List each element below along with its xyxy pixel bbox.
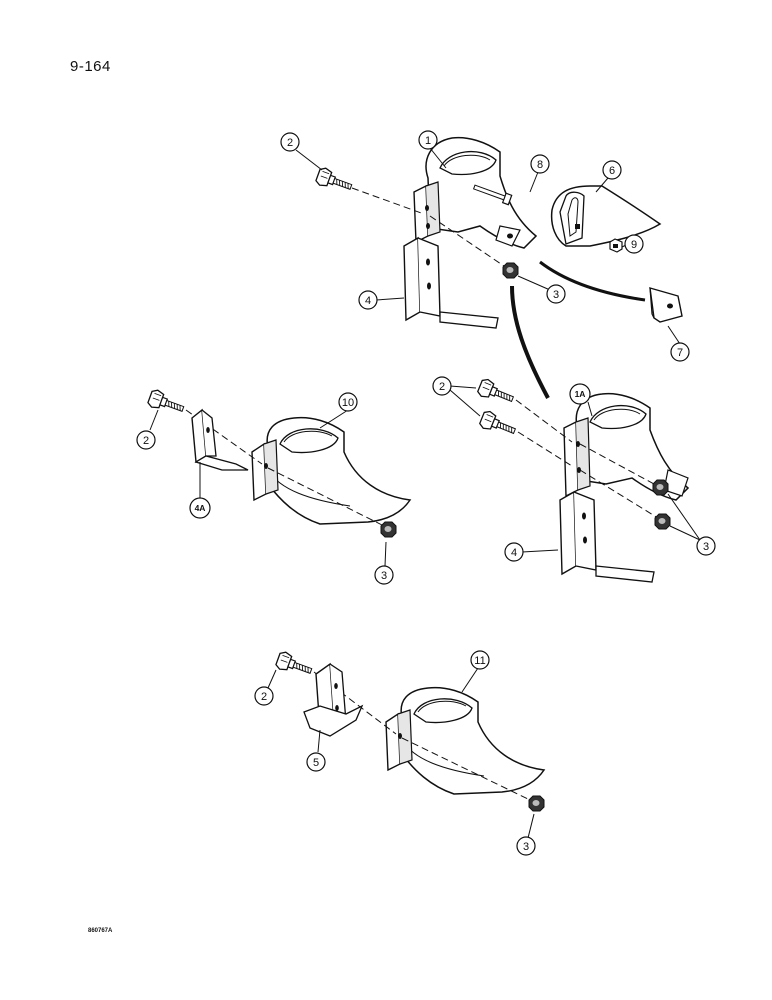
boot-assembly-1: [413, 136, 538, 249]
bolt-8: [472, 184, 513, 206]
knife-point-6: [550, 185, 662, 247]
bolt-2-bottom: [274, 649, 315, 681]
bolt-2-1a-upper: [475, 377, 517, 409]
strap-4a: [191, 408, 249, 471]
callout-1: 1: [425, 135, 431, 147]
callout-2-top: 2: [287, 137, 293, 149]
strap-4-top: [403, 236, 499, 329]
nut-3-1a-upper: [652, 479, 669, 496]
callout-4-top: 4: [365, 295, 371, 307]
nut-3-bottom: [528, 795, 545, 812]
callout-2-left: 2: [143, 435, 149, 447]
figure-code: 860767A: [88, 928, 113, 934]
callout-3-top: 3: [553, 289, 559, 301]
callout-1a: 1A: [575, 389, 586, 399]
callout-7: 7: [677, 347, 683, 359]
nut-3-1a-lower: [654, 513, 671, 530]
bolt-2-left: [146, 387, 187, 419]
callout-4a: 4A: [195, 503, 206, 513]
strap-4-1a: [559, 490, 655, 583]
callout-2-1a: 2: [439, 381, 445, 393]
boot-assembly-10: [251, 416, 412, 525]
nut-3-left: [380, 521, 397, 538]
strap-5: [303, 662, 364, 737]
callout-11: 11: [474, 655, 485, 667]
leader-lines: [149, 147, 701, 839]
callout-2-bottom: 2: [261, 691, 267, 703]
nut-9: [609, 238, 623, 253]
callout-6: 6: [609, 165, 615, 177]
callout-3-bottom: 3: [523, 841, 529, 853]
bracket-7: [649, 287, 683, 323]
callout-3-left: 3: [381, 570, 387, 582]
callout-4-1a: 4: [511, 547, 517, 559]
bolt-2-top: [314, 165, 355, 197]
page-number: 9-164: [70, 58, 111, 75]
nut-3-top: [502, 262, 519, 279]
callout-9: 9: [631, 239, 637, 251]
boot-assembly-1a: [563, 392, 690, 501]
callout-3-1a: 3: [703, 541, 709, 553]
callout-circles: [136, 130, 716, 856]
callout-5: 5: [313, 757, 319, 769]
boot-assembly-11: [385, 686, 546, 795]
bolt-2-1a-lower: [477, 409, 519, 441]
callout-8: 8: [537, 159, 543, 171]
callout-10: 10: [342, 397, 354, 409]
